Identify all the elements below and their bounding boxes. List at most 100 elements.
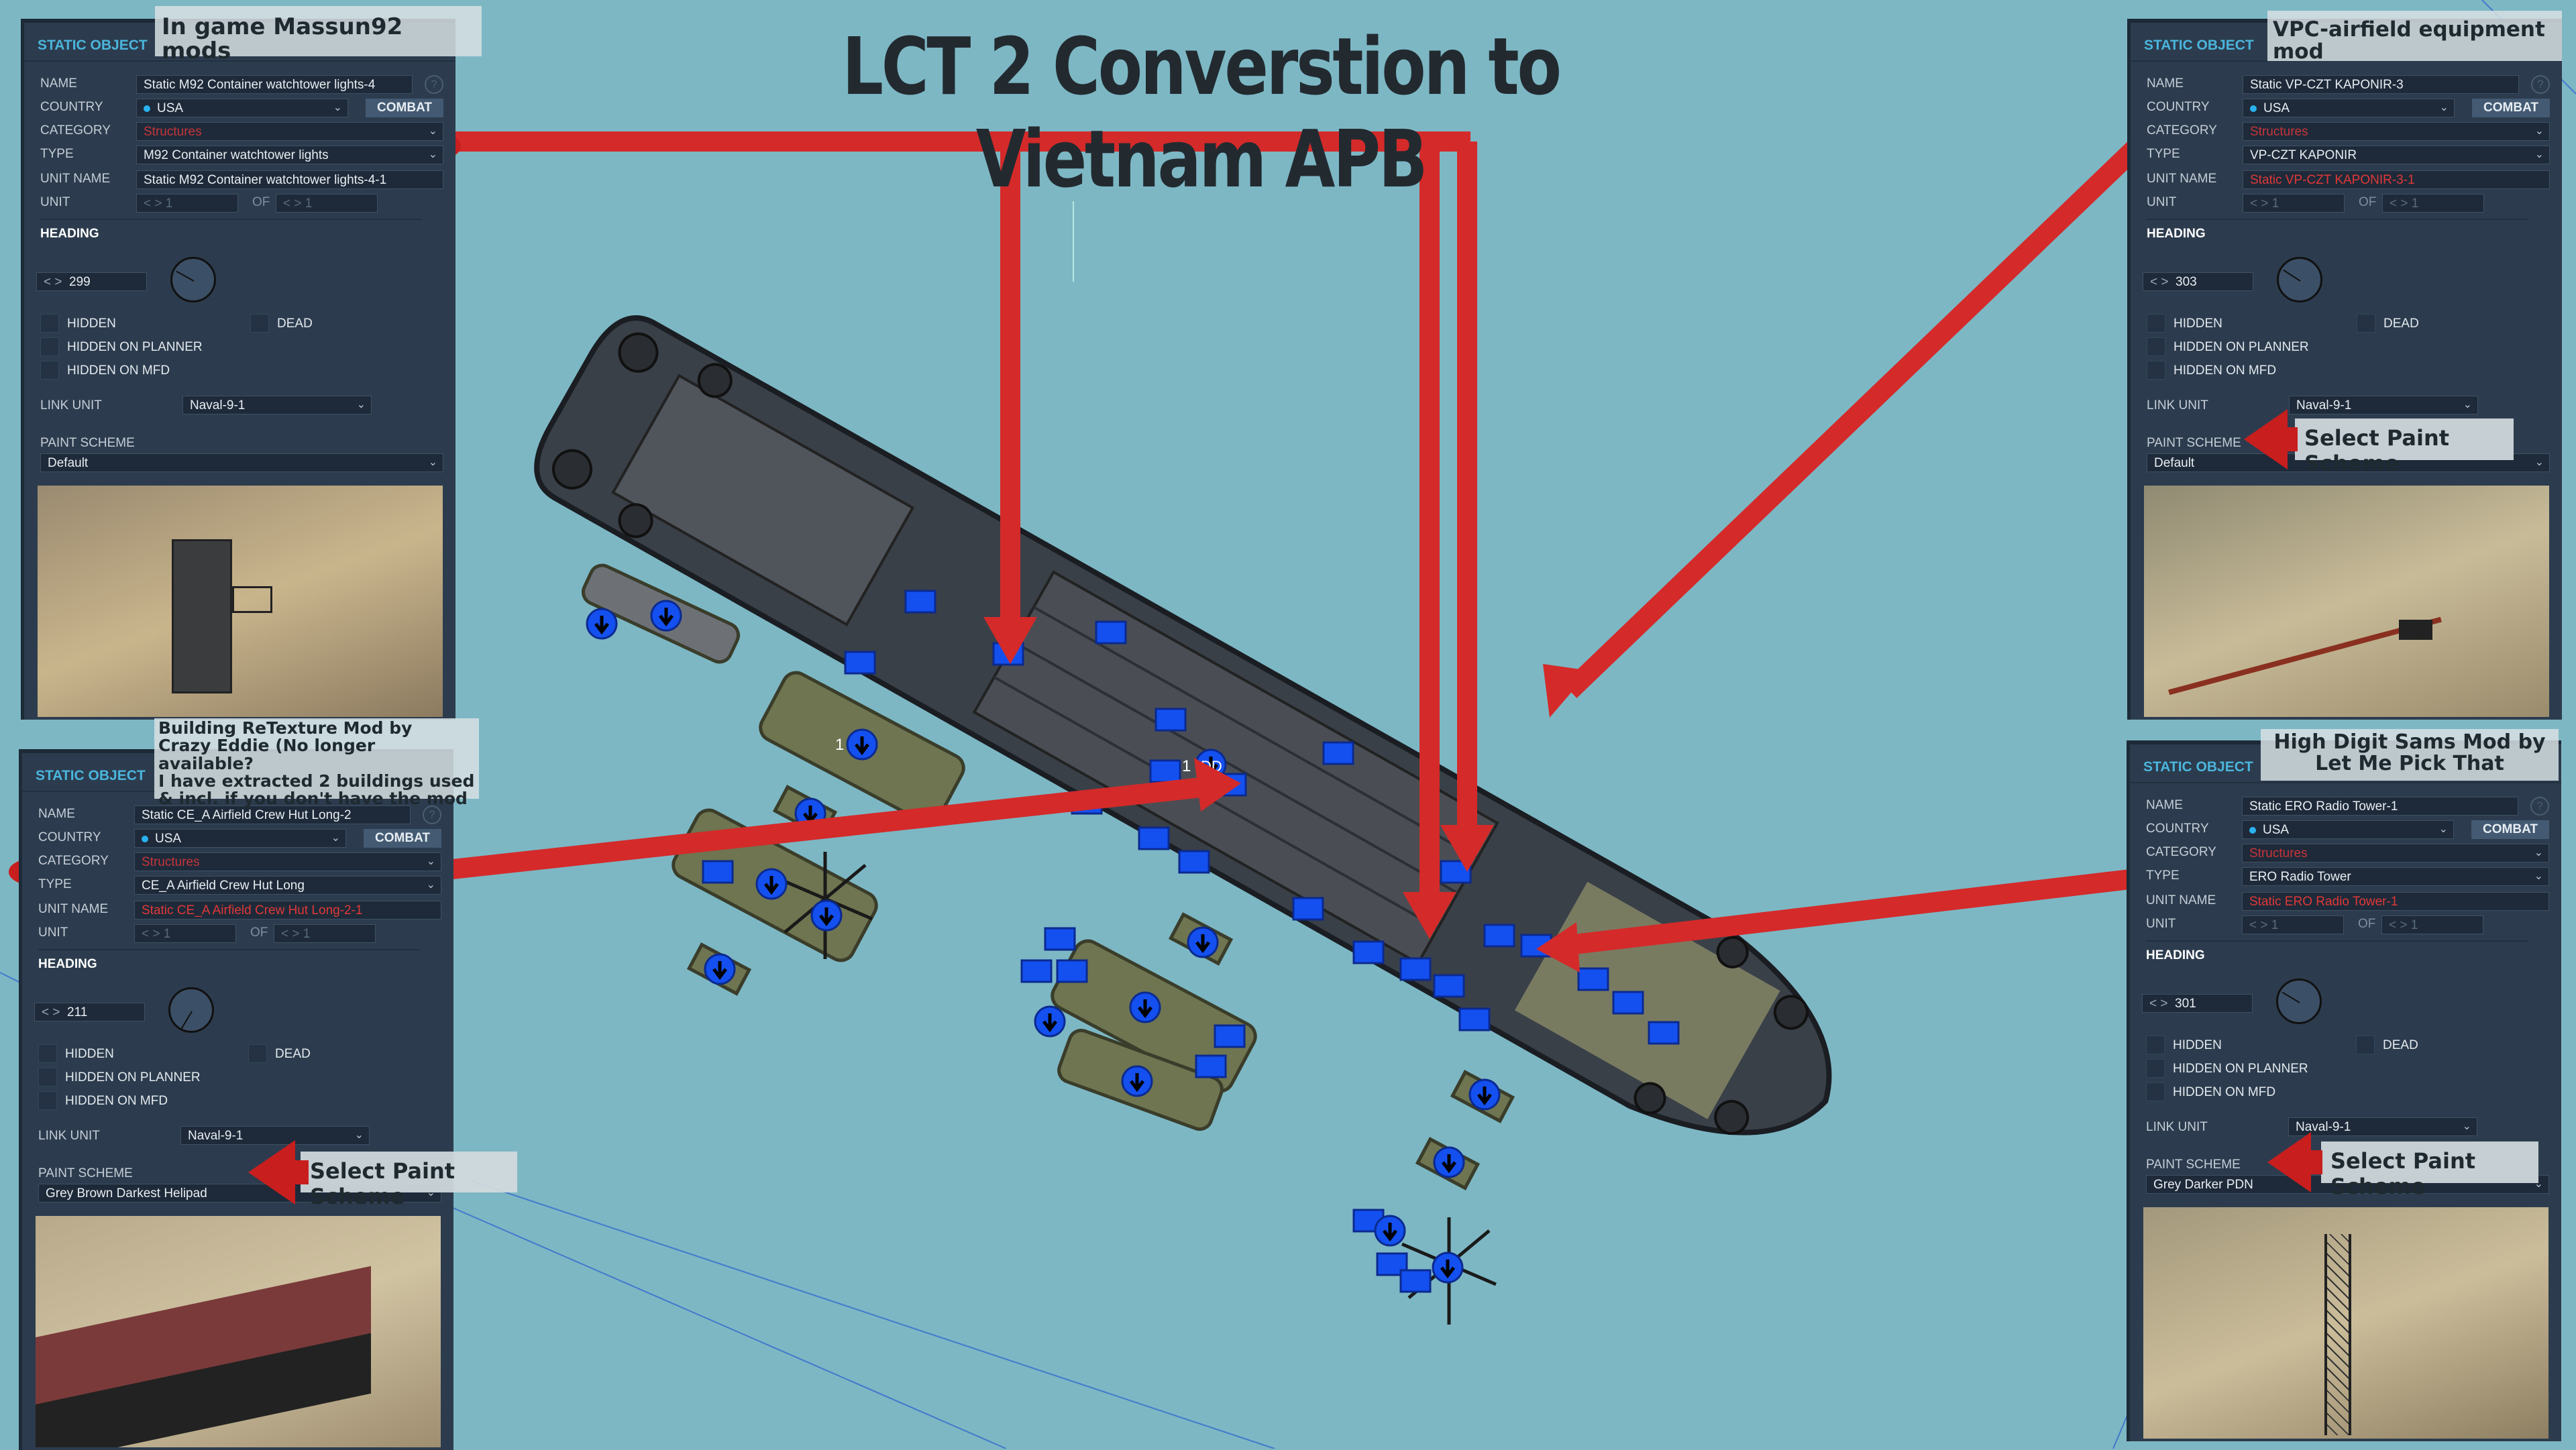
hidden-on-planner-checkbox[interactable]	[38, 1068, 57, 1086]
hidden-on-mfd-checkbox[interactable]	[40, 361, 59, 380]
category-select[interactable]: Structures⌄	[134, 852, 441, 871]
name-input[interactable]: Static M92 Container watchtower lights-4	[136, 75, 413, 94]
country-select[interactable]: USA⌄	[2242, 820, 2454, 839]
heading-dial[interactable]	[2277, 257, 2322, 302]
combat-button[interactable]: COMBAT	[364, 829, 441, 848]
hidden-on-mfd-checkbox[interactable]	[2147, 361, 2165, 380]
link-unit-select[interactable]: Naval-9-1⌄	[182, 396, 372, 414]
unit-marker[interactable]	[1178, 850, 1210, 874]
combat-button[interactable]: COMBAT	[2471, 820, 2549, 839]
help-icon[interactable]: ?	[2531, 75, 2550, 94]
chevron-down-icon: ⌄	[428, 125, 437, 137]
type-select[interactable]: CE_A Airfield Crew Hut Long⌄	[134, 876, 441, 895]
dead-checkbox[interactable]	[2356, 1036, 2375, 1054]
down-arrow-icon	[1383, 1223, 1397, 1242]
of-stepper: < > 1	[276, 194, 378, 213]
help-icon[interactable]: ?	[423, 805, 441, 824]
heading-input[interactable]: < > 211	[34, 1003, 145, 1021]
unit-marker[interactable]	[1648, 1021, 1680, 1045]
unit-marker[interactable]	[1149, 759, 1181, 783]
unit-marker[interactable]	[1352, 940, 1385, 964]
hidden-on-planner-checkbox[interactable]	[40, 337, 59, 356]
unit-marker[interactable]	[1044, 927, 1076, 951]
unit-marker[interactable]	[904, 590, 936, 614]
unit-marker[interactable]	[1095, 620, 1127, 645]
unit-marker[interactable]	[1433, 974, 1465, 998]
unit-marker[interactable]	[844, 651, 876, 675]
unit-marker[interactable]	[1577, 967, 1609, 991]
hidden-checkbox[interactable]	[2147, 314, 2165, 333]
category-select[interactable]: Structures⌄	[2243, 122, 2550, 141]
hidden-on-mfd-checkbox[interactable]	[38, 1091, 57, 1110]
annotation-line: Let Me Pick That	[2315, 751, 2504, 775]
unit-marker[interactable]	[1399, 1269, 1432, 1293]
unit-name-input[interactable]: Static ERO Radio Tower-1	[2242, 892, 2549, 911]
help-icon[interactable]: ?	[425, 75, 443, 94]
heading-input[interactable]: < > 301	[2142, 994, 2253, 1013]
heading-input[interactable]: < > 299	[36, 272, 147, 291]
boat-number-label: 1	[835, 736, 844, 754]
unit-marker[interactable]	[1214, 1024, 1246, 1048]
name-input[interactable]: Static ERO Radio Tower-1	[2242, 797, 2518, 816]
unit-name-input[interactable]: Static CE_A Airfield Crew Hut Long-2-1	[134, 901, 441, 919]
heading-dial[interactable]	[2276, 979, 2322, 1024]
heading-needle-icon	[2282, 991, 2300, 1003]
heading-dial[interactable]	[170, 257, 216, 302]
combat-button[interactable]: COMBAT	[2472, 99, 2550, 117]
dead-checkbox[interactable]	[248, 1044, 267, 1063]
hidden-checkbox[interactable]	[40, 314, 59, 333]
link-unit-select[interactable]: Naval-9-1⌄	[2288, 1117, 2477, 1136]
type-select[interactable]: VP-CZT KAPONIR⌄	[2243, 146, 2550, 164]
dead-checkbox[interactable]	[2357, 314, 2375, 333]
panel-header: STATIC OBJECT	[2143, 759, 2253, 775]
panel-header: STATIC OBJECT	[36, 768, 146, 783]
country-label: COUNTRY	[2147, 100, 2210, 114]
hidden-on-planner-checkbox[interactable]	[2147, 337, 2165, 356]
country-select[interactable]: USA⌄	[134, 829, 346, 848]
hidden-on-mfd-checkbox[interactable]	[2146, 1082, 2165, 1101]
unit-marker[interactable]	[1138, 826, 1170, 850]
unit-name-label: UNIT NAME	[2147, 172, 2217, 186]
dead-checkbox[interactable]	[250, 314, 269, 333]
heading-needle-icon	[176, 270, 195, 282]
unit-marker[interactable]	[1322, 741, 1354, 765]
hidden-checkbox[interactable]	[38, 1044, 57, 1063]
category-select[interactable]: Structures ⌄	[136, 122, 443, 141]
unit-marker[interactable]	[1458, 1007, 1491, 1031]
link-unit-select[interactable]: Naval-9-1⌄	[2289, 396, 2478, 414]
of-label: OF	[2359, 195, 2377, 209]
heading-dial[interactable]	[168, 987, 214, 1033]
paint-scheme-value: Grey Darker PDN	[2153, 1178, 2253, 1192]
hidden-on-planner-checkbox[interactable]	[2146, 1059, 2165, 1078]
unit-marker[interactable]	[1195, 1054, 1227, 1078]
heading-input[interactable]: < > 303	[2143, 272, 2253, 291]
unit-marker[interactable]	[1155, 708, 1187, 732]
unit-marker[interactable]	[1483, 924, 1515, 948]
name-input[interactable]: Static VP-CZT KAPONIR-3	[2243, 75, 2519, 94]
hidden-on-mfd-label: HIDDEN ON MFD	[67, 364, 170, 378]
unit-marker[interactable]	[1612, 991, 1644, 1015]
hidden-checkbox[interactable]	[2146, 1036, 2165, 1054]
unit-marker[interactable]	[1399, 957, 1432, 981]
country-select[interactable]: USA⌄	[136, 99, 348, 117]
link-unit-select[interactable]: Naval-9-1⌄	[180, 1126, 370, 1145]
type-select[interactable]: M92 Container watchtower lights⌄	[136, 146, 443, 164]
unit-marker[interactable]	[1020, 959, 1053, 983]
country-select[interactable]: USA⌄	[2243, 99, 2455, 117]
unit-marker[interactable]	[1292, 897, 1324, 921]
unit-name-input[interactable]: Static M92 Container watchtower lights-4…	[136, 170, 443, 189]
combat-button[interactable]: COMBAT	[366, 99, 443, 117]
paint-scheme-select[interactable]: Default⌄	[40, 453, 443, 472]
hidden-on-planner-label: HIDDEN ON PLANNER	[65, 1070, 201, 1084]
unit-label: UNIT	[2146, 917, 2176, 931]
unit-marker[interactable]	[1056, 959, 1088, 983]
category-value: Structures	[144, 125, 202, 139]
help-icon[interactable]: ?	[2530, 797, 2549, 816]
name-input[interactable]: Static CE_A Airfield Crew Hut Long-2	[134, 805, 411, 824]
unit-name-input[interactable]: Static VP-CZT KAPONIR-3-1	[2243, 170, 2550, 189]
type-select[interactable]: ERO Radio Tower⌄	[2242, 867, 2549, 886]
category-select[interactable]: Structures⌄	[2242, 844, 2549, 862]
category-value: Structures	[142, 855, 200, 869]
unit-marker[interactable]	[702, 860, 734, 884]
